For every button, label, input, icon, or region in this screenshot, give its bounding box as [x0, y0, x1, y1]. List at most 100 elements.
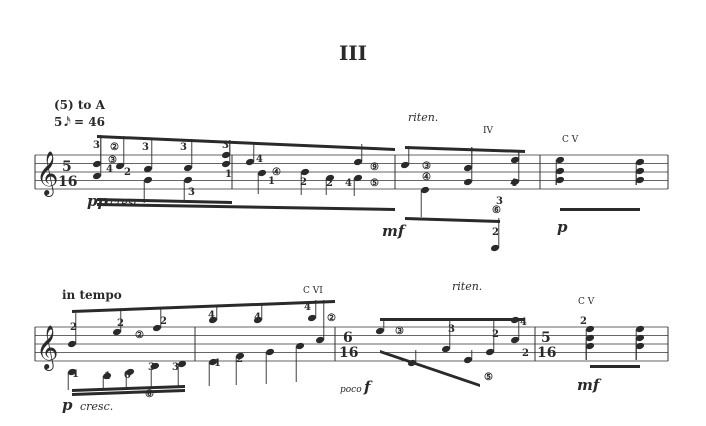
fingering-number: ③ [422, 161, 431, 172]
fingering-number: ③ [395, 326, 404, 337]
notehead [257, 169, 267, 177]
fingering-number: 2 [492, 227, 499, 238]
time-signature-3-top: 5 [541, 330, 551, 346]
fingering-number: 3 [448, 324, 455, 335]
dynamic-poco: poco [340, 385, 362, 395]
fingering-number: 1 [214, 358, 221, 369]
string-tuning-instruction: (5) to A [54, 98, 106, 112]
fingering-number: ② [135, 330, 144, 341]
fingering-number: 0 [124, 370, 131, 381]
beam [590, 365, 640, 368]
notehead [585, 325, 595, 333]
notehead [183, 164, 193, 172]
beam [72, 389, 185, 396]
fingering-number: 2 [522, 348, 529, 359]
fingering-number: 2 [117, 318, 124, 329]
notehead [420, 186, 430, 194]
notehead [325, 174, 335, 182]
system-1: (5) to A 5 𝅘𝅥𝅯 = 46 𝄞 5 16 pp cresc. rit… [34, 98, 669, 252]
time-signature-bottom: 16 [58, 174, 77, 190]
position-iv: IV [483, 126, 494, 136]
fingering-number: ④ [422, 172, 431, 183]
dynamic-mf: mf [382, 222, 407, 240]
beam [380, 350, 480, 387]
fingering-number: 2 [236, 354, 243, 365]
notehead [635, 342, 645, 350]
barre-cv: C V [562, 135, 579, 145]
tempo-value: = 46 [74, 115, 105, 129]
notehead [235, 352, 245, 360]
time-signature-3-bottom: 16 [537, 345, 556, 361]
notehead [245, 158, 255, 166]
ritenuto-marking-2: riten. [452, 280, 482, 293]
fingering-number: ⑥ [492, 205, 501, 216]
fingering-number: 3 [172, 362, 179, 373]
time-signature-2-top: 6 [343, 330, 353, 346]
beam [72, 385, 185, 392]
tempo-marking: in tempo [62, 288, 122, 302]
staff-2 [34, 300, 669, 396]
notehead [463, 356, 473, 364]
notehead [67, 368, 77, 376]
notehead [265, 348, 275, 356]
fingering-number: 1 [104, 371, 111, 382]
fingering-number: 2 [492, 329, 499, 340]
fingering-number: 3 [142, 142, 149, 153]
fingering-number: 3 [148, 362, 155, 373]
notehead [183, 176, 193, 184]
movement-title: III [339, 41, 367, 65]
notehead [375, 327, 385, 335]
tempo-number: 5 [54, 115, 62, 129]
fingering-number: 3 [496, 196, 503, 207]
dynamic-pp: pp [87, 192, 108, 210]
fingering-number: 4 [254, 312, 261, 323]
fingering-number: 1 [268, 176, 275, 187]
notehead [307, 314, 317, 322]
fingering-number: ④ [272, 167, 281, 178]
fingering-number: 4 [510, 178, 517, 189]
notehead [221, 151, 231, 159]
notehead [635, 167, 645, 175]
fingering-number: 4 [304, 302, 311, 313]
fingering-number: 1 [225, 169, 232, 180]
expression-cresc-2: cresc. [80, 400, 113, 413]
fingering-number: 3 [93, 140, 100, 151]
notehead [150, 362, 160, 370]
dynamic-f: f [363, 378, 373, 396]
ritenuto-marking: riten. [408, 111, 438, 124]
notehead [555, 176, 565, 184]
notehead [221, 160, 231, 168]
notehead [102, 372, 112, 380]
notehead [407, 359, 417, 367]
notehead [208, 316, 218, 324]
fingering-number: 2 [326, 178, 333, 189]
fingering-number: 3 [188, 187, 195, 198]
fingering-number: 2 [124, 167, 131, 178]
barre-cv-2: C V [578, 297, 595, 307]
fingering-number: 4 [345, 178, 352, 189]
beam [97, 135, 395, 151]
notehead [585, 334, 595, 342]
expression-cresc: cresc. [110, 196, 143, 209]
notehead [115, 162, 125, 170]
beam [97, 198, 232, 204]
notehead [67, 340, 77, 348]
fingering-number: 2 [580, 316, 587, 327]
fingering-number: 2 [300, 177, 307, 188]
staff-1 [34, 135, 669, 252]
fingering-number: 4 [256, 154, 263, 165]
notehead [295, 342, 305, 350]
fingering-number: ⑨ [370, 162, 379, 173]
notehead [253, 316, 263, 324]
fingering-number: ③ [108, 155, 117, 166]
notehead [555, 167, 565, 175]
barre-cvi: C VI [303, 286, 323, 296]
fingering-number: ⑤ [370, 178, 379, 189]
sixteenth-note-icon: 𝅘𝅥𝅯 [64, 115, 71, 130]
dynamic-p: p [557, 218, 568, 236]
time-signature-2-bottom: 16 [339, 345, 358, 361]
notehead [585, 342, 595, 350]
beam [380, 318, 525, 321]
